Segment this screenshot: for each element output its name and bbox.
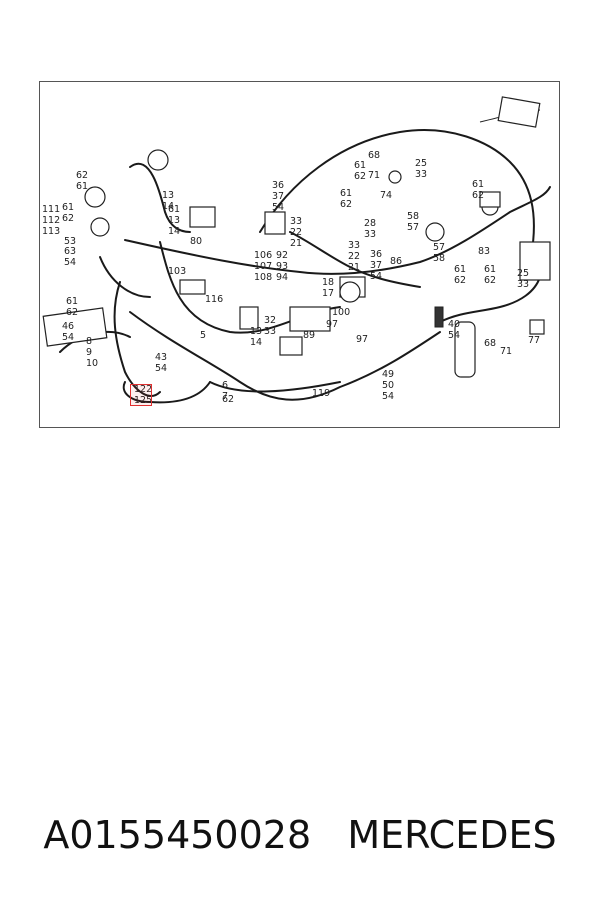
ground-strap-icon [434, 306, 444, 328]
plug-connector-icon [179, 279, 206, 295]
callout-28: 97 [356, 334, 368, 345]
callout-33: 71 [368, 170, 380, 181]
door-switch-icon [529, 319, 545, 335]
battery-icon [42, 307, 108, 347]
highlight-marker [130, 384, 152, 406]
switch-icon-2 [90, 217, 110, 237]
harness-left-branch [113, 281, 161, 397]
horn-icon [147, 149, 169, 171]
pump-icon [339, 281, 361, 303]
tail-light-icon [497, 96, 541, 128]
callout-32: 68 [368, 150, 380, 161]
connector-block-icon [289, 306, 331, 332]
callout-25: 89 [303, 330, 315, 341]
callout-39: 86 [390, 256, 402, 267]
callout-29: 119 [312, 388, 330, 399]
harness-bottom-run [209, 381, 341, 393]
lock-icon [479, 191, 501, 208]
actuator-icon [239, 306, 259, 330]
callout-48: 68 [484, 338, 496, 349]
callout-14: 5 [200, 330, 206, 341]
harness-lower-run [129, 311, 441, 401]
sensor-icon [425, 222, 445, 242]
part-number-caption: A0155450028 MERCEDES [43, 813, 557, 857]
harness-left-lower [99, 256, 151, 298]
callout-4: 53 [64, 236, 76, 247]
callout-13: 116 [205, 294, 223, 305]
callout-27: 97 [326, 319, 338, 330]
harness-right-branch [439, 276, 541, 323]
callout-12: 103 [168, 266, 186, 277]
switch-icon [84, 186, 106, 208]
harness-main-loop [124, 186, 551, 275]
callout-26: 100 [332, 307, 350, 318]
relay-box-icon [519, 241, 551, 281]
harness-roof-arc [259, 129, 535, 263]
harness-upper-left [129, 163, 191, 233]
headlamp-unit-icon [189, 206, 216, 228]
reservoir-icon [454, 321, 476, 378]
harness-bottom-left [122, 381, 211, 404]
callout-11: 80 [190, 236, 202, 247]
lamp-unit-icon [279, 336, 303, 356]
motor-icon [264, 211, 286, 235]
callout-34: 74 [380, 190, 392, 201]
callout-49: 71 [500, 346, 512, 357]
grommet-icon [388, 170, 402, 184]
callout-50: 77 [528, 335, 540, 346]
harness-center [289, 231, 421, 288]
callout-43: 83 [478, 246, 490, 257]
callout-17: 62 [222, 394, 234, 405]
